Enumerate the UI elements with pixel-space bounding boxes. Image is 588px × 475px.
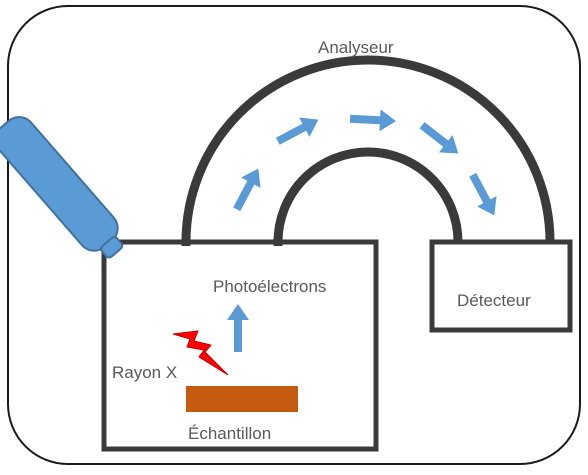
xray-tube-icon bbox=[0, 116, 124, 259]
xray-label: Rayon X bbox=[112, 363, 178, 382]
sample-label: Échantillon bbox=[188, 424, 272, 443]
arrow-icon bbox=[275, 117, 319, 145]
arrow-icon bbox=[349, 109, 396, 132]
arrow-icon bbox=[227, 304, 249, 352]
lightning-icon bbox=[172, 330, 229, 376]
detector-box bbox=[429, 239, 573, 333]
arrow-icon bbox=[469, 172, 497, 216]
analyzer-label: Analyseur bbox=[318, 38, 394, 57]
arrow-icon bbox=[419, 122, 459, 154]
analyzer-ring bbox=[181, 55, 555, 243]
photoelectrons-label: Photoélectrons bbox=[213, 277, 327, 296]
arrow-icon bbox=[233, 168, 261, 212]
sample bbox=[186, 386, 298, 412]
detector-label: Détecteur bbox=[457, 291, 531, 310]
